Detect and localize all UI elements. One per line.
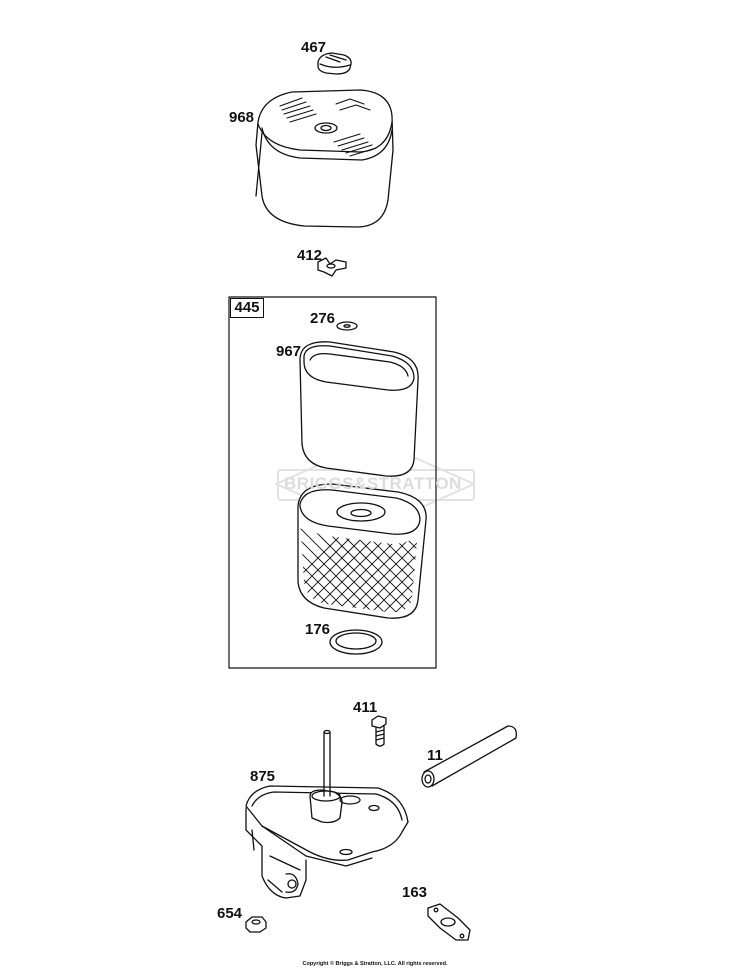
callout-wing-nut: 412 [297, 247, 323, 264]
screw-part[interactable] [371, 715, 387, 747]
callout-cover: 968 [229, 109, 255, 126]
callout-nut: 654 [217, 905, 243, 922]
watermark-text: BRIGGS&STRATTON [284, 474, 462, 493]
cover-part[interactable] [255, 89, 394, 228]
kit-box [228, 296, 437, 669]
copyright-text: Copyright © Briggs & Stratton, LLC. All … [302, 961, 448, 967]
seal-part[interactable] [329, 629, 383, 655]
kit-number-label: 445 [230, 298, 264, 318]
wing-nut-part[interactable] [317, 257, 347, 277]
callout-tube: 11 [427, 747, 443, 764]
air-filter-part[interactable] [216, 483, 528, 660]
tube-part[interactable] [421, 725, 517, 788]
nut-part[interactable] [245, 916, 267, 933]
callout-knob: 467 [301, 39, 327, 56]
callout-gasket: 163 [402, 884, 428, 901]
callout-base: 875 [250, 768, 276, 785]
callout-screw: 411 [353, 699, 378, 716]
pre-cleaner-part[interactable] [299, 341, 419, 477]
callout-seal: 176 [305, 621, 331, 638]
base-part[interactable] [245, 729, 409, 899]
knob-part[interactable] [317, 52, 352, 75]
callout-pre-cleaner: 967 [276, 343, 302, 360]
washer-part[interactable] [336, 321, 358, 331]
gasket-part[interactable] [427, 903, 471, 941]
callout-washer: 276 [310, 310, 336, 327]
